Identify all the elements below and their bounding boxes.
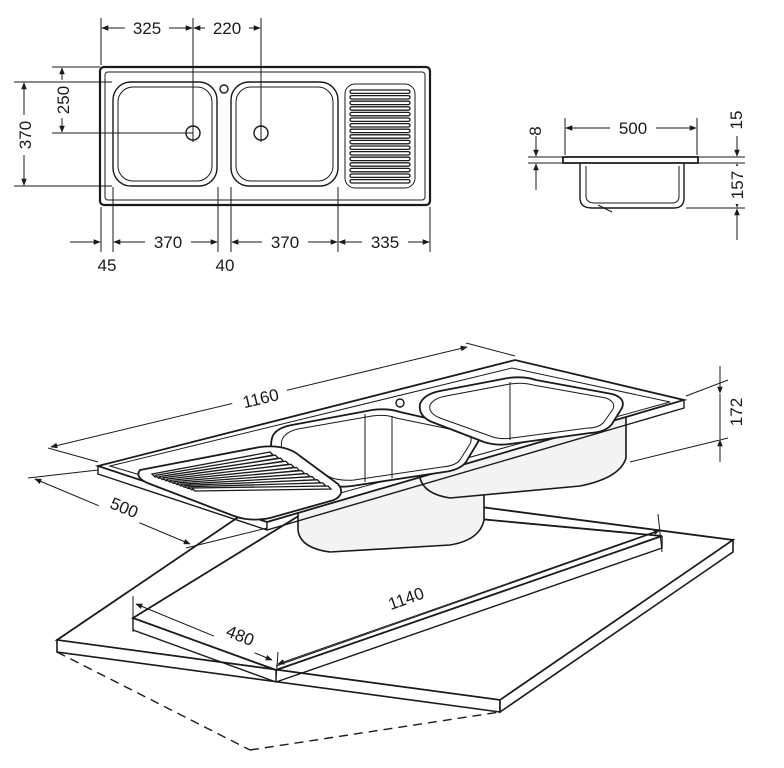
side-dim-8: 8 bbox=[526, 126, 545, 135]
perspective-drainer bbox=[137, 445, 343, 521]
dim-250: 250 bbox=[54, 86, 73, 114]
tap-hole-icon bbox=[219, 84, 229, 94]
top-view-drainer bbox=[344, 83, 416, 189]
side-dim-157: 157 bbox=[728, 171, 747, 199]
dim-1160: 1160 bbox=[241, 385, 281, 412]
dim-325: 325 bbox=[133, 19, 161, 38]
drainer-groove bbox=[349, 139, 411, 145]
side-dim-15: 15 bbox=[727, 111, 746, 130]
top-view: 325 220 250 370 370 370 335 45 40 bbox=[13, 18, 432, 275]
dim-370-height: 370 bbox=[16, 121, 35, 149]
dim-335: 335 bbox=[371, 233, 399, 252]
side-dim-500: 500 bbox=[619, 119, 647, 138]
drainer-groove bbox=[349, 111, 411, 117]
side-view: 500 8 15 157 bbox=[526, 111, 747, 240]
top-view-right-bowl bbox=[230, 81, 339, 187]
dim-220: 220 bbox=[213, 19, 241, 38]
drainer-groove bbox=[349, 100, 411, 106]
drainer-groove bbox=[349, 134, 411, 139]
dim-370-left: 370 bbox=[154, 233, 182, 252]
dim-370-right: 370 bbox=[271, 233, 299, 252]
perspective-right-bowl bbox=[418, 376, 624, 446]
drainer-groove bbox=[349, 89, 411, 95]
drainer-groove bbox=[349, 106, 411, 111]
drainer-groove bbox=[349, 162, 411, 167]
top-view-left-bowl bbox=[112, 81, 218, 187]
side-view-bowl bbox=[579, 163, 685, 209]
drainer-groove bbox=[349, 128, 411, 134]
drainer-groove bbox=[349, 117, 411, 123]
drainer-groove bbox=[349, 94, 411, 100]
drainer-groove bbox=[349, 150, 411, 156]
drainer-groove bbox=[349, 178, 411, 184]
perspective-view: 1160 500 172 1140 480 bbox=[27, 342, 746, 751]
drainer-groove bbox=[349, 122, 411, 128]
dim-172: 172 bbox=[727, 398, 746, 426]
drainer-groove bbox=[349, 173, 411, 179]
dim-45: 45 bbox=[98, 256, 117, 275]
drainer-groove bbox=[349, 167, 411, 173]
top-view-outline bbox=[98, 65, 432, 207]
drainer-groove bbox=[349, 145, 411, 151]
dim-40: 40 bbox=[216, 256, 235, 275]
drainer-groove bbox=[190, 485, 333, 492]
drainer-groove bbox=[349, 156, 411, 162]
